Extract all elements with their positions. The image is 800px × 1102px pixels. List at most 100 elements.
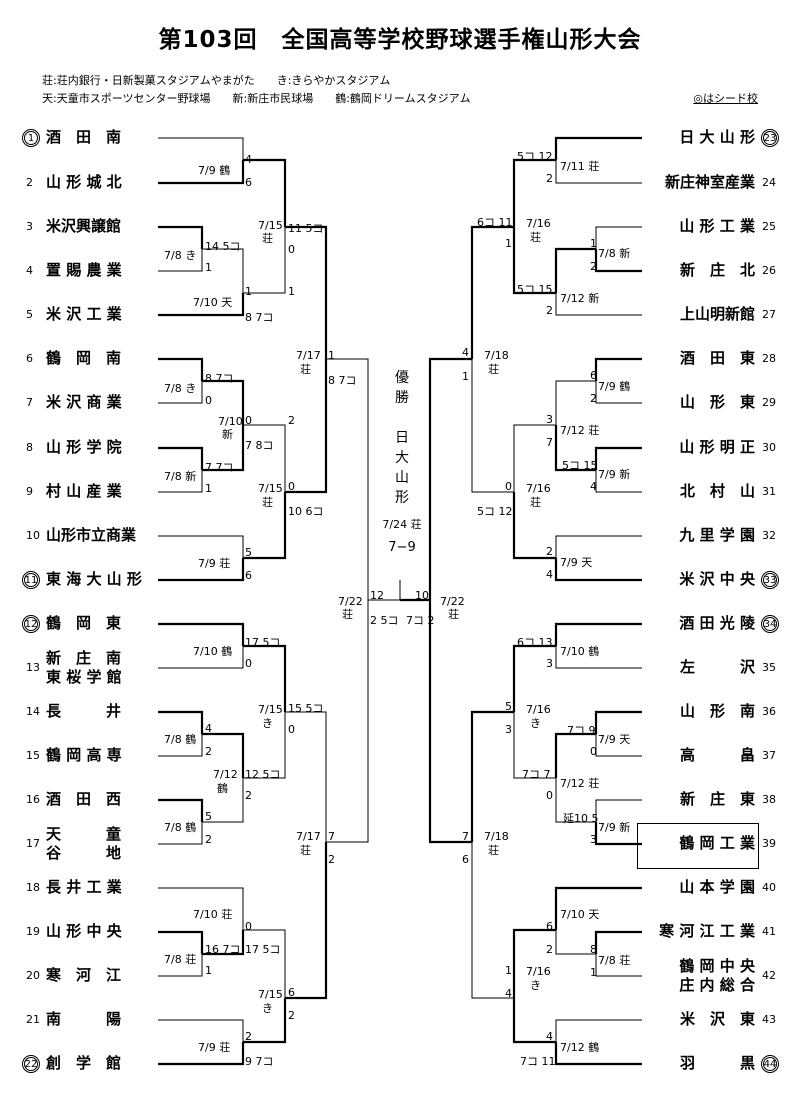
team-number: 28	[762, 352, 776, 365]
bracket-line	[554, 622, 642, 646]
bracket-line	[243, 998, 287, 1044]
bracket-line	[202, 425, 245, 472]
team-number: 25	[762, 220, 776, 233]
match-label: 4	[462, 346, 469, 359]
team-number: 36	[762, 705, 776, 718]
team-number: 35	[762, 661, 776, 674]
team-name: 鶴 岡 南	[46, 349, 158, 368]
team-name: 山 形 城 北	[46, 173, 158, 192]
match-label: 7	[328, 830, 335, 843]
team-name: 置 賜 農 業	[46, 261, 158, 280]
bracket-line	[243, 712, 286, 779]
team-number: 20	[26, 969, 40, 982]
match-label: 荘	[342, 608, 353, 621]
match-label: 荘	[488, 844, 499, 857]
team-name-line: 酒 田 西	[46, 790, 122, 808]
team-name-line: 鶴 岡 南	[46, 349, 122, 367]
bracket-line	[595, 470, 642, 493]
match-label: 7/16	[526, 703, 551, 716]
match-label: 7/12 荘	[560, 777, 600, 790]
bracket-line	[158, 381, 203, 404]
seed-number-circle: 11	[22, 571, 40, 589]
team-name-line: 村 山 産 業	[46, 482, 122, 500]
match-label: 2	[546, 172, 553, 185]
match-label: 荘	[300, 363, 311, 376]
seed-note: ◎はシード校	[693, 92, 758, 105]
bracket-line	[158, 357, 204, 381]
bracket-line	[554, 136, 642, 160]
bracket-line	[202, 930, 245, 956]
bracket-line	[512, 227, 556, 295]
team-name: 山 形 中 央	[46, 922, 158, 941]
bracket-line	[243, 644, 287, 712]
match-label: 5	[205, 810, 212, 823]
match-label: 10	[415, 589, 429, 602]
bracket-line	[158, 535, 244, 558]
bracket-line	[595, 954, 642, 977]
match-label: 7/12	[213, 768, 238, 781]
match-label: 7/9 新	[598, 468, 631, 481]
match-label: 新	[222, 428, 233, 441]
team-number: 31	[762, 485, 776, 498]
team-number: 6	[26, 352, 33, 365]
team-name-line: 寒 河 江 工 業	[659, 922, 755, 940]
match-label: 7 7コ	[205, 461, 234, 474]
match-label: 1	[245, 285, 252, 298]
team-name-line: 天 童	[46, 825, 122, 843]
team-number: 14	[26, 705, 40, 718]
match-label: 2	[590, 260, 597, 273]
team-name: 山 本 学 園	[645, 878, 755, 897]
team-name-line: 山 形 明 正	[679, 438, 755, 456]
match-label: 7/11 荘	[560, 160, 600, 173]
match-label: 6	[590, 369, 597, 382]
match-label: 2	[546, 943, 553, 956]
team-name-line: 東 海 大 山 形	[46, 570, 142, 588]
final-date-venue: 7/24 荘	[382, 518, 422, 531]
team-number: 24	[762, 176, 776, 189]
match-label: 0	[245, 920, 252, 933]
match-label: 4	[590, 480, 597, 493]
bracket-line	[158, 249, 203, 272]
bracket-line	[285, 842, 328, 1000]
team-name-line: 高 畠	[679, 746, 755, 764]
team-name: 寒 河 江	[46, 966, 158, 985]
bracket-line	[555, 160, 642, 184]
team-name-line: 左 沢	[679, 658, 755, 676]
team-number: 18	[26, 881, 40, 894]
team-name: 酒 田 南	[46, 128, 158, 147]
team-name: 創 学 館	[46, 1054, 158, 1073]
match-label: 7コ 7	[522, 768, 551, 781]
match-label: 7/8 荘	[164, 953, 197, 966]
bracket-line	[594, 822, 642, 846]
match-label: 8 7コ	[328, 374, 357, 387]
bracket-line	[555, 1019, 642, 1042]
match-label: 8 7コ	[205, 372, 234, 385]
bracket-line	[158, 160, 245, 185]
match-label: 7/18	[484, 830, 509, 843]
team-name-line: 長 井 工 業	[46, 878, 122, 896]
team-name-line: 谷 地	[46, 844, 122, 862]
match-label: 7/18	[484, 349, 509, 362]
bracket-line	[512, 928, 556, 998]
champion-label-char: 優	[395, 370, 409, 386]
team-name: 山 形 工 業	[645, 217, 755, 236]
bracket-line	[512, 492, 556, 560]
highlight-box	[637, 823, 759, 869]
team-name-line: 寒 河 江	[46, 966, 122, 984]
match-label: 7/10 天	[560, 908, 600, 921]
team-number: 16	[26, 793, 40, 806]
match-label: 鶴	[217, 782, 228, 795]
match-label: 7/15	[258, 988, 283, 1001]
bracket-line	[554, 886, 642, 930]
team-name: 上山明新館	[645, 305, 755, 324]
match-label: 7/8 鶴	[164, 821, 197, 834]
match-label: 2	[288, 1009, 295, 1022]
team-number: 41	[762, 925, 776, 938]
match-label: 1	[590, 237, 597, 250]
team-number: 30	[762, 441, 776, 454]
bracket-line	[158, 622, 245, 646]
match-label: 0	[546, 789, 553, 802]
match-label: 7/16	[526, 482, 551, 495]
team-name-line: 置 賜 農 業	[46, 261, 122, 279]
match-label: 荘	[300, 844, 311, 857]
